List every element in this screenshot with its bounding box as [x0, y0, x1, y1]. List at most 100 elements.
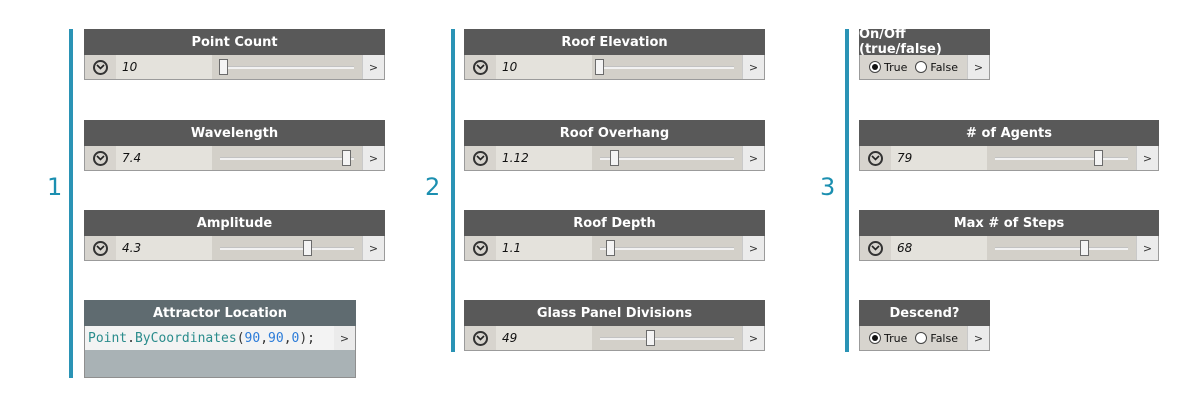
code-close: );	[299, 330, 315, 346]
node-title: Roof Overhang	[464, 120, 765, 146]
code-editor[interactable]: Point.ByCoordinates(90,90,0);	[85, 326, 334, 350]
expand-range-button[interactable]: >	[1136, 146, 1158, 170]
slider-thumb[interactable]	[1080, 240, 1090, 256]
group-number-3: 3	[820, 173, 836, 201]
chevron-down-icon	[93, 59, 108, 75]
radio-dot	[872, 335, 878, 341]
agents-node[interactable]: # of Agents 79 >	[859, 120, 1159, 171]
expand-range-button[interactable]: >	[742, 326, 764, 350]
expand-button[interactable]	[465, 236, 496, 260]
slider-thumb[interactable]	[605, 240, 615, 256]
code-class: Point	[88, 330, 128, 346]
radio-false[interactable]: False	[915, 332, 958, 345]
attractor-location-node[interactable]: Attractor Location Point.ByCoordinates(9…	[84, 300, 356, 378]
radio-false-label: False	[930, 331, 958, 345]
max-steps-node[interactable]: Max # of Steps 68 >	[859, 210, 1159, 261]
group-divider-1	[69, 29, 73, 378]
expand-button[interactable]	[465, 146, 496, 170]
chevron-down-icon	[473, 59, 488, 75]
expand-range-button[interactable]: >	[1136, 236, 1158, 260]
slider[interactable]	[212, 146, 362, 170]
expand-button[interactable]	[85, 146, 116, 170]
expand-range-button[interactable]: >	[742, 146, 764, 170]
value-field[interactable]: 10	[116, 55, 212, 79]
radio-true[interactable]: True	[869, 61, 907, 74]
expand-range-button[interactable]: >	[362, 146, 384, 170]
expand-button[interactable]	[860, 236, 891, 260]
radio-false-label: False	[930, 60, 958, 74]
expand-button[interactable]	[465, 55, 496, 79]
slider-track	[995, 157, 1128, 160]
slider[interactable]	[987, 146, 1136, 170]
slider[interactable]	[987, 236, 1136, 260]
slider-track	[600, 157, 734, 160]
slider-thumb[interactable]	[609, 150, 619, 166]
radio-button-icon	[869, 61, 881, 73]
node-title: Roof Depth	[464, 210, 765, 236]
value-field[interactable]: 1.1	[496, 236, 592, 260]
slider[interactable]	[212, 55, 362, 79]
expand-button[interactable]	[85, 55, 116, 79]
chevron-down-icon	[868, 240, 883, 256]
descend-node[interactable]: Descend? True False >	[859, 300, 990, 351]
expand-button[interactable]	[860, 146, 891, 170]
code-y: 90	[268, 330, 284, 346]
code-comma-1: ,	[260, 330, 269, 346]
glass-panel-divisions-node[interactable]: Glass Panel Divisions 49 >	[464, 300, 765, 351]
roof-depth-node[interactable]: Roof Depth 1.1 >	[464, 210, 765, 261]
chevron-down-icon	[868, 150, 883, 166]
output-port[interactable]: >	[967, 55, 989, 79]
value-field[interactable]: 49	[496, 326, 592, 350]
slider[interactable]	[212, 236, 362, 260]
value-field[interactable]: 10	[496, 55, 592, 79]
node-title: Wavelength	[84, 120, 385, 146]
slider-thumb[interactable]	[342, 150, 352, 166]
on-off-node[interactable]: On/Off (true/false) True False >	[859, 27, 990, 80]
slider-track	[600, 337, 734, 340]
expand-range-button[interactable]: >	[362, 55, 384, 79]
roof-overhang-node[interactable]: Roof Overhang 1.12 >	[464, 120, 765, 171]
code-method: ByCoordinates	[134, 330, 237, 346]
slider-thumb[interactable]	[595, 59, 604, 75]
value-field[interactable]: 1.12	[496, 146, 592, 170]
expand-button[interactable]	[85, 236, 116, 260]
point-count-node[interactable]: Point Count 10 >	[84, 29, 385, 80]
value-field[interactable]: 7.4	[116, 146, 212, 170]
slider[interactable]	[592, 146, 742, 170]
wavelength-node[interactable]: Wavelength 7.4 >	[84, 120, 385, 171]
value-field[interactable]: 68	[891, 236, 987, 260]
group-divider-3	[845, 29, 849, 352]
slider-thumb[interactable]	[303, 240, 313, 256]
node-title: Attractor Location	[84, 300, 356, 326]
radio-button-icon	[915, 61, 928, 73]
slider-thumb[interactable]	[1093, 150, 1103, 166]
expand-range-button[interactable]: >	[742, 55, 764, 79]
radio-dot	[872, 64, 878, 70]
value-field[interactable]: 4.3	[116, 236, 212, 260]
expand-button[interactable]	[465, 326, 496, 350]
slider-thumb[interactable]	[645, 330, 655, 346]
code-open: (	[236, 330, 245, 346]
expand-range-button[interactable]: >	[742, 236, 764, 260]
node-title: Point Count	[84, 29, 385, 55]
output-port[interactable]: >	[967, 326, 989, 350]
group-number-1: 1	[47, 173, 63, 201]
node-title: Glass Panel Divisions	[464, 300, 765, 326]
code-dot: .	[127, 330, 135, 346]
slider-track	[995, 247, 1128, 250]
roof-elevation-node[interactable]: Roof Elevation 10 >	[464, 29, 765, 80]
chevron-down-icon	[93, 150, 108, 166]
output-port[interactable]: >	[334, 326, 355, 350]
chevron-down-icon	[93, 240, 108, 256]
radio-true[interactable]: True	[869, 332, 907, 345]
slider[interactable]	[592, 326, 742, 350]
expand-range-button[interactable]: >	[362, 236, 384, 260]
slider-thumb[interactable]	[219, 59, 229, 75]
node-title: On/Off (true/false)	[859, 27, 990, 57]
slider[interactable]	[592, 236, 742, 260]
code-z: 0	[291, 330, 300, 346]
radio-false[interactable]: False	[915, 61, 958, 74]
value-field[interactable]: 79	[891, 146, 987, 170]
slider[interactable]	[592, 55, 742, 79]
amplitude-node[interactable]: Amplitude 4.3 >	[84, 210, 385, 261]
